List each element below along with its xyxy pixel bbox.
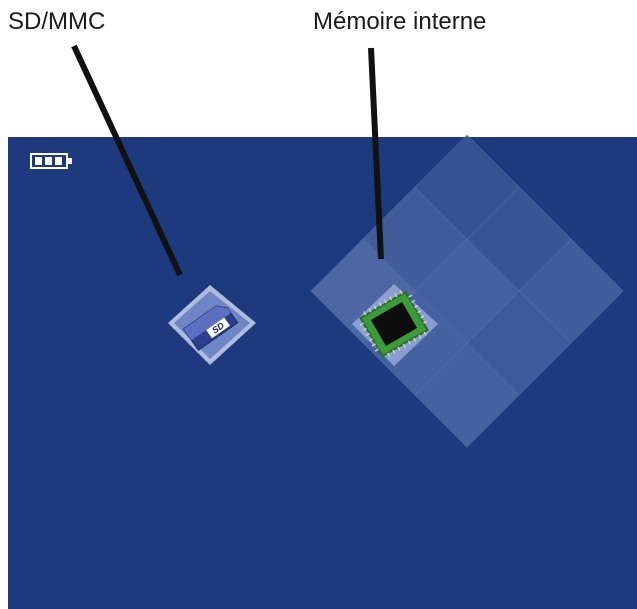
sd-mmc-callout-label: SD/MMC (8, 8, 106, 35)
internal-memory-callout-label: Mémoire interne (313, 8, 487, 35)
device-screen (8, 137, 637, 609)
chip-icon (352, 284, 438, 366)
internal-memory-option[interactable] (350, 282, 442, 368)
sd-card-icon: SD (168, 285, 256, 365)
battery-icon (30, 153, 72, 169)
sd-mmc-option[interactable]: SD (162, 283, 262, 367)
